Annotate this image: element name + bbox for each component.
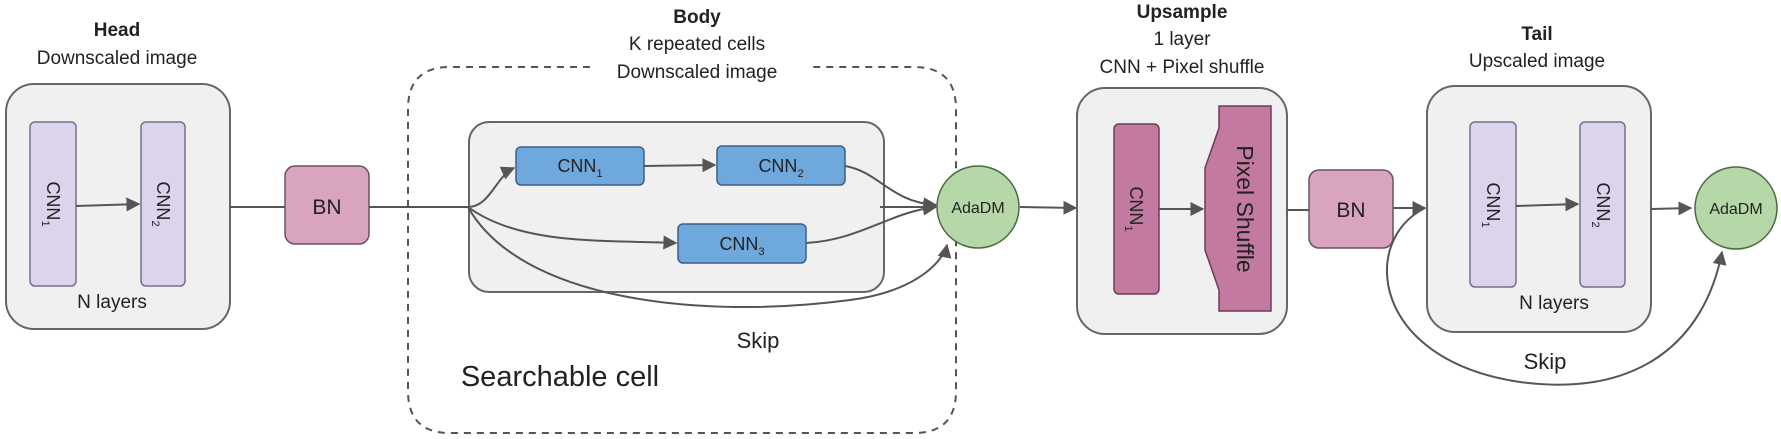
body-cnn3-block [677,223,807,264]
adadm2-node: AdaDM [1694,166,1778,250]
bn1-node: BN [284,165,370,245]
body-skip-label: Skip [737,328,780,353]
arrow-cnn1-to-cnn2 [643,158,717,173]
adadm1-node: AdaDM [936,165,1020,249]
upsample-cnn1-label: CNN1 [1122,186,1146,231]
head-cnn1-block [29,121,77,287]
arrow-to-body-cnn3 [467,206,678,250]
adadm2-circle [1694,166,1778,250]
body-title: Body [673,7,721,28]
head-cnn2-block [140,121,186,287]
head-footer: N layers [77,292,147,313]
tail-title: Tail [1521,24,1552,45]
body-cnn2-block [716,145,846,186]
head-subtitle: Downscaled image [37,48,198,69]
tail-cnn1-label: CNN1 [1479,182,1503,227]
body-cnn2-label: CNN2 [758,156,803,180]
tail-footer: N layers [1519,293,1589,314]
adadm1-label: AdaDM [951,200,1004,217]
tail-section: Tail Upscaled image CNN1 CNN2 N layers [1426,24,1652,333]
body-section: Body K repeated cells Downscaled image C… [369,7,957,434]
arrow-cnn2-to-adadm [844,165,938,212]
searchable-cell-label: Searchable cell [461,361,659,393]
tail-internal-arrow [1515,197,1580,212]
head-internal-arrow [75,197,141,212]
body-skip-arrow [467,206,952,309]
upsample-section: Upsample 1 layer CNN + Pixel shuffle CNN… [1076,2,1288,335]
tail-skip-arrow [1385,207,1727,386]
arrow-tail-to-adadm [1650,201,1693,216]
head-cnn1-label: CNN1 [39,181,63,226]
searchable-cell-boundary [407,66,957,434]
bn1-label: BN [312,196,341,219]
head-section: Head Downscaled image CNN1 CNN2 N layers [5,20,231,330]
arrow-to-body-cnn1 [467,166,516,208]
upsample-line2: CNN + Pixel shuffle [1100,57,1265,78]
adadm2-label: AdaDM [1709,201,1762,218]
tail-cnn2-block [1579,121,1626,288]
bn2-label: BN [1336,199,1365,222]
tail-subtitle: Upscaled image [1469,51,1605,72]
tail-cnn2-label: CNN2 [1589,182,1613,227]
tail-skip-label: Skip [1524,349,1567,374]
arrow-adadm-to-upsample [1019,200,1078,215]
bn2-node: BN [1308,169,1394,249]
body-cnn3-label: CNN3 [719,234,764,258]
body-cnn1-label: CNN1 [557,156,602,180]
adadm1-circle [936,165,1020,249]
pixel-shuffle-label: Pixel Shuffle [1232,145,1258,272]
head-cnn2-label: CNN2 [149,181,173,226]
arrow-cnn3-to-adadm [805,201,938,244]
body-line2: Downscaled image [617,62,778,83]
body-line1: K repeated cells [629,34,765,55]
upsample-title: Upsample [1137,2,1228,23]
bn1-block [284,165,370,245]
tail-cnn1-block [1469,121,1517,288]
head-title: Head [94,20,140,41]
pixel-shuffle-block [1204,105,1272,312]
upsample-line1: 1 layer [1153,29,1211,50]
